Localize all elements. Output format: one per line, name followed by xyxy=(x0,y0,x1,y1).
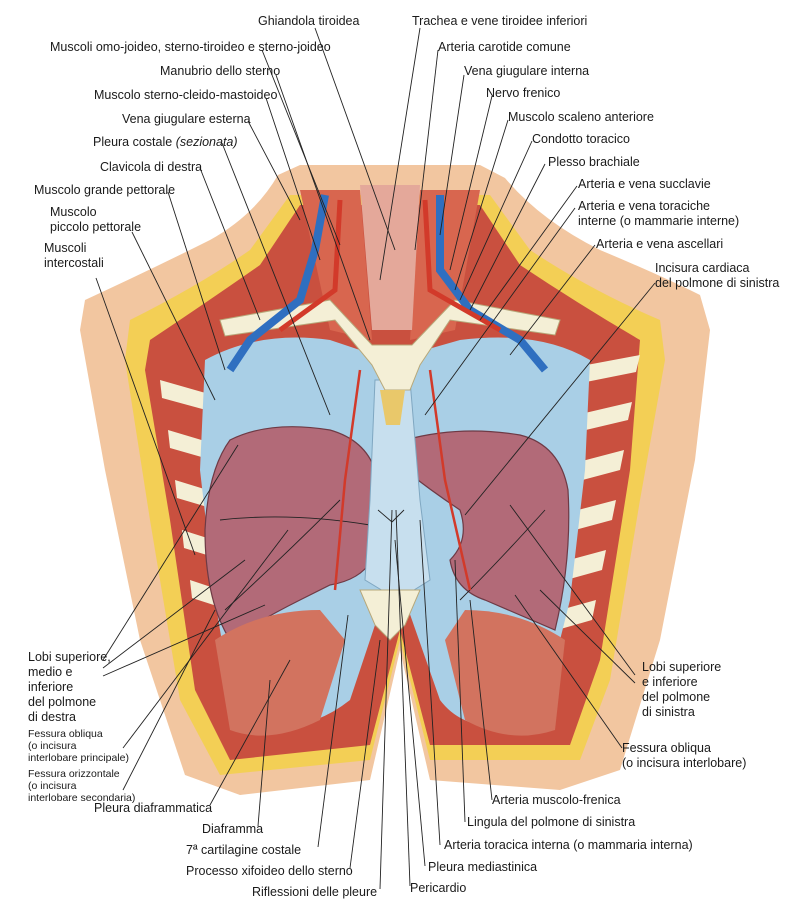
label-riflessioni: Riflessioni delle pleure xyxy=(252,885,378,899)
label-mediastinica: Pleura mediastinica xyxy=(428,860,538,874)
label-fessura-orizzontale: Fessura orizzontale (o incisura interlob… xyxy=(28,768,136,804)
label-pleura-diaframmatica: Pleura diaframmatica xyxy=(94,801,213,815)
label-manubrio: Manubrio dello sterno xyxy=(160,64,281,78)
label-giugulare-esterna: Vena giugulare esterna xyxy=(122,112,251,126)
label-intercostali: Muscoli intercostali xyxy=(44,241,104,270)
right-oblique-fissure xyxy=(224,499,341,611)
label-nervo-frenico: Nervo frenico xyxy=(486,86,561,100)
label-toracica-interna: Arteria toracica interna (o mammaria int… xyxy=(444,838,693,852)
label-ascellari: Arteria e vena ascellari xyxy=(596,237,724,251)
trachea-area xyxy=(360,185,420,330)
vein-jugular-right xyxy=(226,194,329,373)
label-lobi-destra: Lobi superiore, medio e inferiore del po… xyxy=(28,650,111,724)
label-piccolo-pettorale: Muscolo piccolo pettorale xyxy=(50,205,142,234)
internal-thoracic-left xyxy=(428,369,472,591)
label-trachea: Trachea e vene tiroidee inferiori xyxy=(412,14,588,28)
pleura-costale-text: Pleura costale xyxy=(93,135,173,149)
label-plesso: Plesso brachiale xyxy=(548,155,640,169)
label-condotto: Condotto toracico xyxy=(532,132,630,146)
label-incisura: Incisura cardiaca del polmone di sinistr… xyxy=(655,261,780,290)
leader-lines xyxy=(95,27,656,890)
label-toraciche: Arteria e vena toraciche interne (o mamm… xyxy=(578,199,740,228)
artery-right xyxy=(278,199,343,333)
label-scm: Muscolo sterno-cleido-mastoideo xyxy=(94,88,278,102)
label-diaframma: Diaframma xyxy=(202,822,264,836)
label-succlavie: Arteria e vena succlavie xyxy=(578,177,711,191)
label-clavicola: Clavicola di destra xyxy=(100,160,203,174)
label-scaleno: Muscolo scaleno anteriore xyxy=(508,110,654,124)
label-lingula: Lingula del polmone di sinistra xyxy=(467,815,636,829)
label-muscolo-frenica: Arteria muscolo-frenica xyxy=(492,793,621,807)
label-fessura-obliqua-sinistra: Fessura obliqua (o incisura interlobare) xyxy=(622,741,747,770)
xiphoid xyxy=(359,589,421,641)
left-oblique-fissure xyxy=(459,509,546,601)
artery-left xyxy=(422,199,502,333)
label-ghiandola-tiroidea: Ghiandola tiroidea xyxy=(258,14,360,28)
label-grande-pettorale: Muscolo grande pettorale xyxy=(34,183,176,197)
diaphragm-right xyxy=(215,610,345,736)
internal-thoracic-right xyxy=(333,369,362,591)
label-lobi-sinistra: Lobi superiore e inferiore del polmone d… xyxy=(642,660,722,719)
label-xifoideo: Processo xifoideo dello sterno xyxy=(186,864,353,878)
label-pleura-costale: Pleura costale (sezionata) xyxy=(93,135,238,150)
pleura-costale-note: (sezionata) xyxy=(175,135,238,149)
right-horizontal-fissure xyxy=(219,516,371,526)
label-carotide: Arteria carotide comune xyxy=(438,40,571,54)
label-omojoideo: Muscoli omo-joideo, sterno-tiroideo e st… xyxy=(50,40,331,54)
label-cartilagine: 7ª cartilagine costale xyxy=(186,843,302,857)
label-giugulare-interna: Vena giugulare interna xyxy=(464,64,590,78)
clavicles-sternum xyxy=(219,299,561,391)
right-lung xyxy=(204,426,376,641)
sternum-body xyxy=(380,390,405,425)
label-pericardio: Pericardio xyxy=(410,881,467,895)
label-fessura-obliqua-destra: Fessura obliqua (o incisura interlobare … xyxy=(28,728,129,764)
